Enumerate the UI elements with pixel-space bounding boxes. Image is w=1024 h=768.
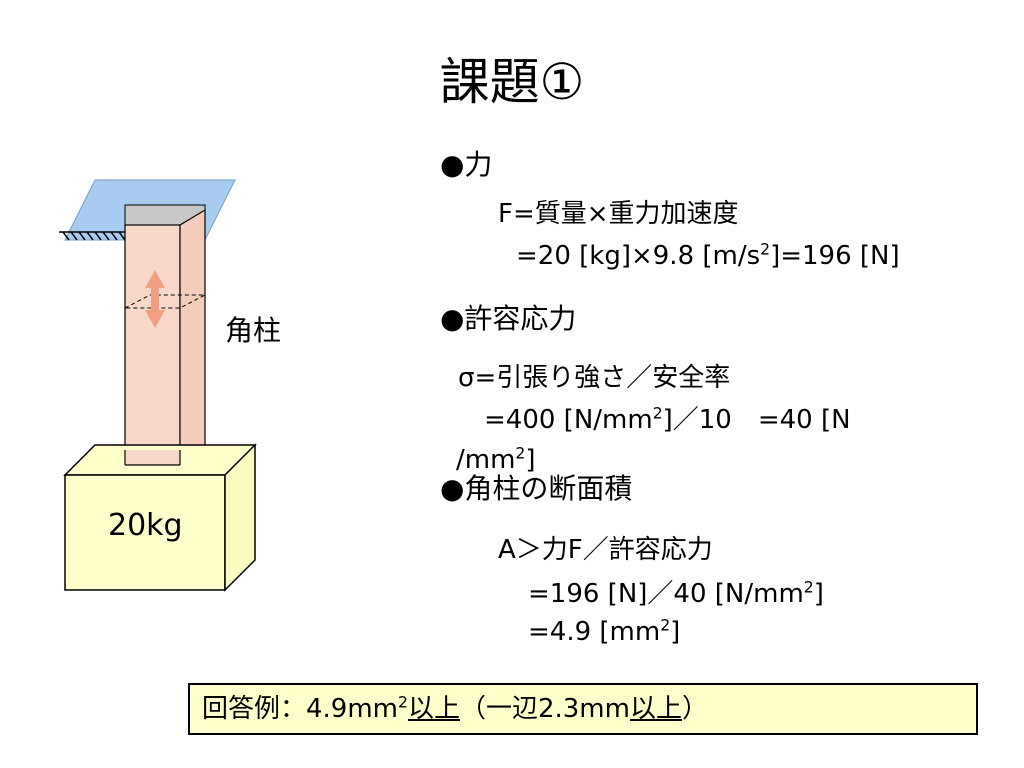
stress-calc-line1: =400 [N/mm2]／10 =40 [N: [484, 404, 851, 435]
column-front: [124, 224, 181, 466]
weight-side: [224, 443, 256, 592]
cross-section: [124, 294, 206, 309]
weight-front: [64, 474, 226, 591]
area-calc-line2: =4.9 [mm2]: [528, 616, 681, 647]
weight-label: 20kg: [108, 508, 183, 543]
force-formula: F=質量×重力加速度: [498, 199, 739, 229]
stress-formula: σ=引張り強さ／安全率: [458, 363, 731, 393]
area-formula: A＞力F／許容応力: [498, 535, 713, 565]
column-diagram: [59, 179, 257, 592]
answer-box: 回答例：4.9mm2以上（一辺2.3mm以上）: [188, 683, 978, 735]
area-calc-line1: =196 [N]／40 [N/mm2]: [528, 578, 824, 609]
stress-calc-line2: /mm2]: [456, 444, 536, 475]
column-side: [179, 208, 206, 467]
tension-arrow-icon: [145, 270, 165, 328]
area-heading: ●角柱の断面積: [440, 472, 633, 505]
force-calc: =20 [kg]×9.8 [m/s2]=196 [N]: [516, 240, 900, 271]
slide-title: 課題①: [439, 53, 585, 111]
stress-heading: ●許容応力: [440, 302, 577, 335]
force-heading: ●力: [440, 148, 493, 181]
column-label: 角柱: [225, 314, 282, 347]
